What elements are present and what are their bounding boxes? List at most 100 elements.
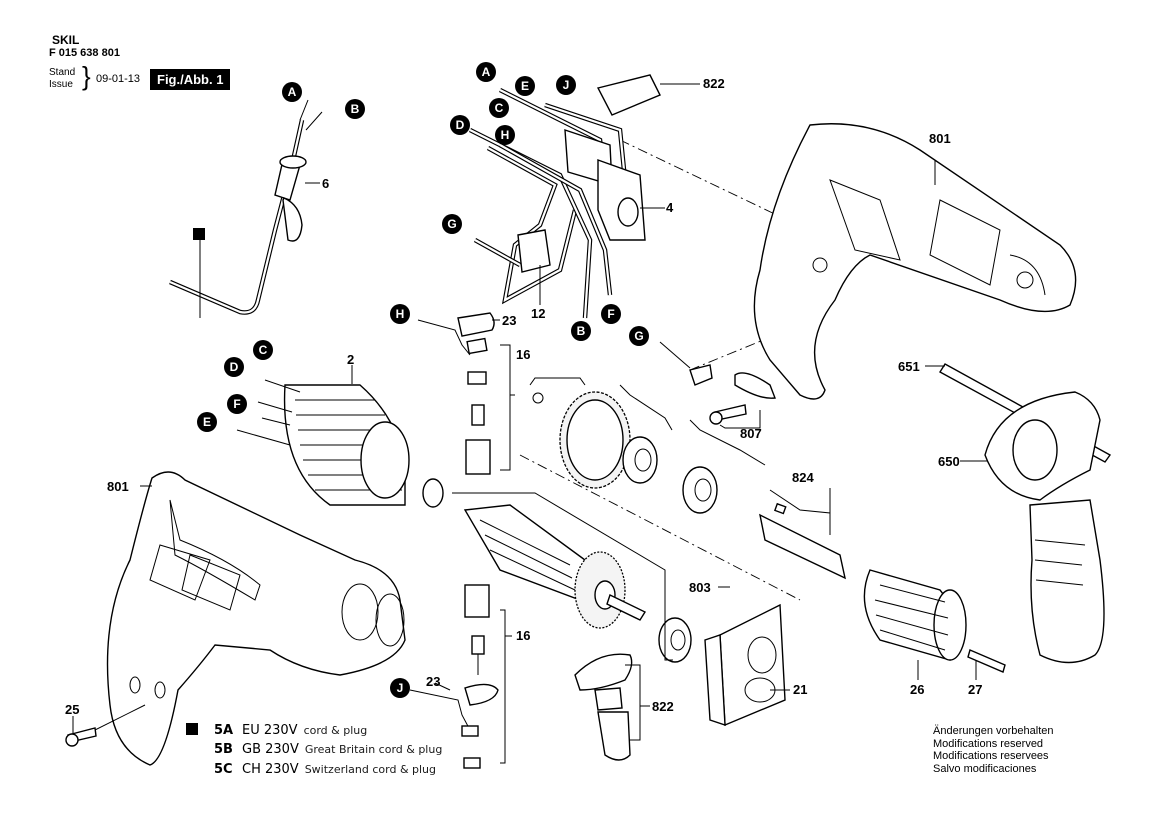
legend-voltage: CH 230V (242, 762, 299, 777)
label-807: 807 (740, 426, 762, 441)
svg-text:A: A (482, 65, 491, 79)
callout-D-switch: D (450, 115, 470, 135)
callout-F-stator: F (227, 394, 247, 414)
label-16-bottom: 16 (516, 628, 530, 643)
capacitor-12 (517, 229, 551, 273)
svg-text:D: D (456, 118, 465, 132)
legend-voltage: EU 230V (242, 723, 298, 738)
suppressor-23-lower (464, 683, 499, 706)
callout-G-clip: G (629, 326, 649, 346)
label-824: 824 (792, 470, 814, 485)
svg-text:D: D (230, 360, 239, 374)
callout-H-switch: H (495, 125, 515, 145)
part-number: F 015 638 801 (49, 47, 120, 59)
switch-wiring (468, 74, 661, 319)
reverse-switch-822 (574, 653, 650, 761)
callout-A-switch: A (476, 62, 496, 82)
callout-C-switch: C (489, 98, 509, 118)
svg-text:J: J (397, 681, 404, 695)
svg-text:G: G (447, 217, 456, 231)
legend-voltage: GB 230V (242, 742, 299, 757)
label-23-bottom: 23 (426, 674, 440, 689)
bearing-armature-front (658, 617, 692, 663)
legend-code: 5C (214, 762, 233, 777)
legend-description: cord & plug (303, 724, 368, 737)
legend-code: 5A (214, 723, 234, 738)
label-822-bottom: 822 (652, 699, 674, 714)
switch-cover-822 (596, 74, 661, 116)
issue-label: Issue (49, 79, 73, 90)
callout-G-switch: G (442, 214, 462, 234)
gear-train-824 (529, 377, 846, 580)
callout-D-stator: D (224, 357, 244, 377)
label-27: 27 (968, 682, 982, 697)
callout-B-switch: B (571, 321, 591, 341)
brace-glyph: } (82, 61, 91, 91)
stand-label: Stand (49, 67, 76, 78)
leader-lines (72, 83, 988, 733)
label-801-lower: 801 (107, 479, 129, 494)
bearing-armature-rear (422, 478, 444, 508)
svg-text:J: J (563, 78, 570, 92)
power-cord (169, 99, 323, 315)
brush-set-upper (417, 312, 515, 475)
label-801-upper: 801 (929, 131, 951, 146)
modifications-note: Änderungen vorbehalten Modifications res… (933, 725, 1053, 775)
clip-g (689, 364, 713, 386)
note-line: Modifications reserved (933, 737, 1044, 750)
svg-text:E: E (203, 415, 211, 429)
cord-legend: 5A EU 230V cord & plug 5B GB 230V Great … (186, 722, 442, 782)
svg-text:C: C (259, 343, 268, 357)
assembly-axis-switch (619, 139, 851, 251)
callout-J-switch: J (556, 75, 576, 95)
svg-text:B: B (351, 102, 360, 116)
callout-B-cord: B (345, 99, 365, 119)
chuck-screw-27 (967, 649, 1006, 673)
svg-text:G: G (634, 329, 643, 343)
callout-E-switch: E (515, 76, 535, 96)
callout-C-stator: C (253, 340, 273, 360)
label-4: 4 (666, 200, 674, 215)
svg-text:E: E (521, 79, 529, 93)
brush-set-lower (409, 584, 512, 769)
svg-text:C: C (495, 101, 504, 115)
switch-trigger (597, 159, 646, 241)
brand-name: SKIL (52, 33, 80, 47)
issue-date: 09-01-13 (96, 73, 141, 85)
side-handle (939, 363, 1112, 664)
bracket-807 (659, 341, 776, 429)
black-square-marker (186, 723, 198, 735)
housing-half-801 (753, 123, 1077, 400)
label-21: 21 (793, 682, 807, 697)
cord-marker-square (193, 228, 205, 240)
note-line: Salvo modificaciones (933, 762, 1037, 775)
chuck-26 (863, 569, 1006, 673)
note-line: Modifications reservees (933, 750, 1049, 762)
legend-description: Switzerland cord & plug (304, 763, 437, 776)
label-803: 803 (689, 580, 711, 595)
label-822-top: 822 (703, 76, 725, 91)
suppressor-23-upper (457, 312, 495, 337)
svg-text:F: F (607, 307, 614, 321)
label-16-top: 16 (516, 347, 530, 362)
label-2: 2 (347, 352, 354, 367)
callout-F-switch: F (601, 304, 621, 324)
legend-row-5a: 5A EU 230V cord & plug (186, 722, 442, 742)
legend-description: Great Britain cord & plug (304, 743, 443, 756)
svg-text:A: A (288, 85, 297, 99)
spindle-shaft (759, 513, 846, 580)
callout-J-suppressor: J (390, 678, 410, 698)
label-6: 6 (322, 176, 329, 191)
svg-text:B: B (577, 324, 586, 338)
stand-issue-label: Stand Issue (49, 67, 75, 91)
assembly-axis-gear (519, 454, 801, 601)
label-26: 26 (910, 682, 924, 697)
legend-row-5c: 5C CH 230V Switzerland cord & plug (186, 762, 442, 782)
svg-text:F: F (233, 397, 240, 411)
callout-A-cord: A (282, 82, 302, 102)
stator-2 (236, 379, 410, 506)
label-23-top: 23 (502, 313, 516, 328)
note-line: Änderungen vorbehalten (933, 725, 1054, 737)
armature-803 (452, 492, 692, 663)
